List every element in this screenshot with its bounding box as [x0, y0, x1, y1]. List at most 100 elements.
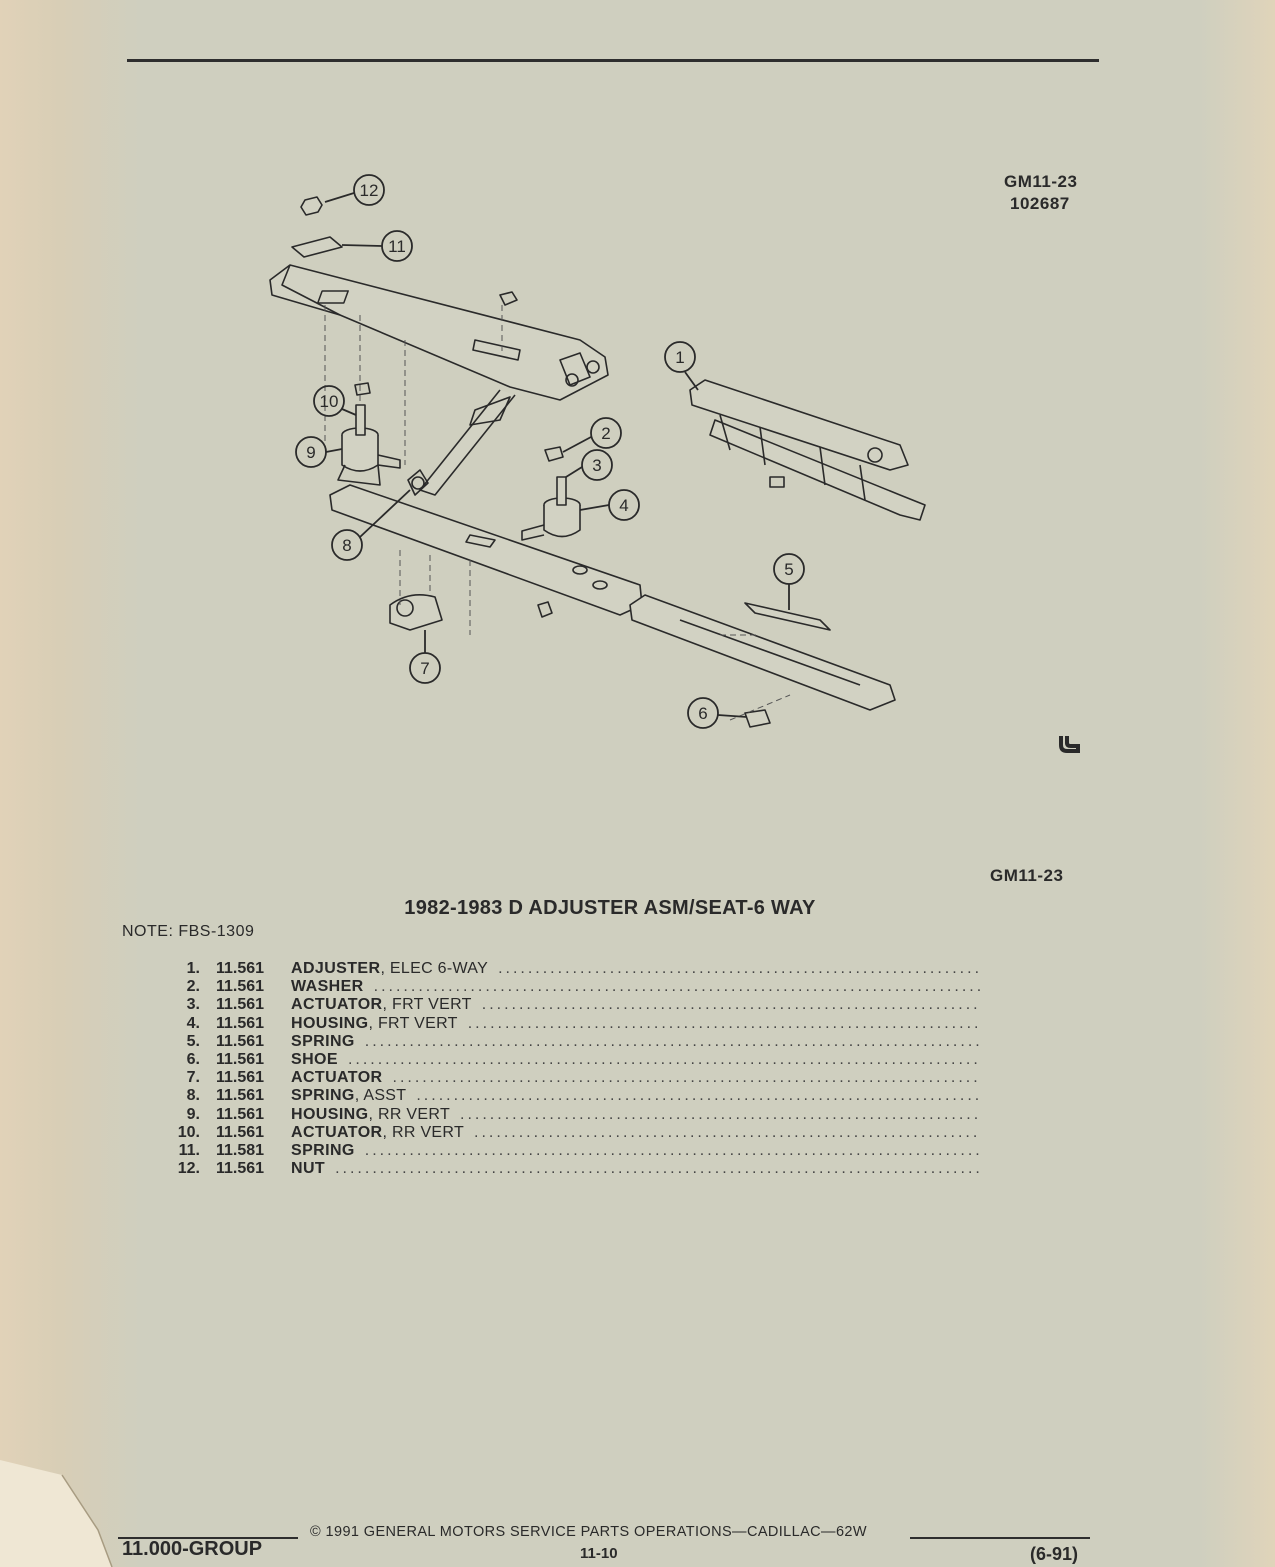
parts-list: 1. 11.561 ADJUSTER, ELEC 6-WAY............…: [160, 960, 990, 1178]
part-description: SPRING, ASST............................…: [291, 1087, 980, 1105]
callout-9: 9: [295, 436, 343, 468]
part-detail: , RR VERT: [368, 1105, 451, 1123]
top-rule: [127, 59, 1099, 62]
part-name: SPRING: [291, 1032, 355, 1050]
part-name: SHOE: [291, 1050, 338, 1068]
part-group-code: 11.561: [216, 1160, 265, 1178]
part-row: 8. 11.561 SPRING, ASST....................…: [160, 1087, 990, 1105]
part-description: SHOE....................................…: [291, 1051, 980, 1069]
leader-dots: ........................................…: [373, 978, 980, 996]
part-number: 5.: [186, 1032, 200, 1050]
part-name: HOUSING: [291, 1105, 369, 1123]
callout-1: 1: [664, 341, 699, 391]
part-detail: , FRT VERT: [368, 1014, 458, 1032]
part-group-code: 11.561: [216, 996, 265, 1014]
footer-date: (6-91): [1030, 1544, 1079, 1564]
part-number: 1.: [186, 960, 200, 977]
svg-text:7: 7: [420, 659, 429, 678]
callout-3: 3: [565, 449, 613, 481]
footer-rule-right: [910, 1537, 1090, 1539]
part-description: HOUSING, RR VERT........................…: [291, 1106, 980, 1124]
part-number: 9.: [186, 1105, 200, 1123]
part-name: WASHER: [291, 978, 364, 996]
gm-spo-logo-icon: [1059, 736, 1080, 753]
part-description: ACTUATOR................................…: [291, 1069, 980, 1087]
part-description: NUT.....................................…: [291, 1160, 980, 1178]
part-detail: , ELEC 6-WAY: [380, 960, 489, 977]
footer-group: 11.000-GROUP: [122, 1538, 263, 1560]
part-name: NUT: [291, 1160, 326, 1178]
part-number: 12.: [177, 1160, 200, 1178]
part-row: 6. 11.561 SHOE............................…: [160, 1051, 990, 1069]
footer-copyright: © 1991 GENERAL MOTORS SERVICE PARTS OPER…: [310, 1524, 867, 1540]
leader-dots: ........................................…: [335, 1160, 980, 1178]
svg-text:2: 2: [601, 424, 610, 443]
part-group-code: 11.561: [216, 1069, 265, 1087]
part-row: 1. 11.561 ADJUSTER, ELEC 6-WAY............…: [160, 960, 990, 978]
leader-dots: ........................................…: [392, 1069, 981, 1087]
part-description: ADJUSTER, ELEC 6-WAY....................…: [291, 960, 980, 978]
part-detail: , ASST: [354, 1087, 407, 1105]
part-description: HOUSING, FRT VERT.......................…: [291, 1015, 980, 1033]
figure-ref-code: GM11-23: [1004, 172, 1078, 191]
part-group-code: 11.561: [216, 1123, 265, 1141]
part-detail: , FRT VERT: [382, 996, 472, 1014]
part-row: 7. 11.561 ACTUATOR........................…: [160, 1069, 990, 1087]
part-group-code: 11.561: [216, 960, 265, 977]
callout-5: 5: [773, 553, 805, 610]
part-group-code: 11.561: [216, 1105, 265, 1123]
part-description: WASHER..................................…: [291, 978, 980, 996]
part-detail: , RR VERT: [382, 1123, 465, 1141]
leader-dots: ........................................…: [364, 1141, 980, 1159]
part-number: 11.: [178, 1141, 200, 1159]
leader-dots: ........................................…: [474, 1123, 980, 1141]
callout-12: 12: [324, 174, 385, 206]
part-description: ACTUATOR, RR VERT.......................…: [291, 1124, 980, 1142]
svg-text:5: 5: [784, 560, 793, 579]
part-row: 12. 11.561 NUT............................…: [160, 1160, 990, 1178]
part-name: SPRING: [291, 1141, 355, 1159]
svg-text:3: 3: [592, 456, 601, 475]
exploded-seat-adjuster-diagram: 12 11 10 9 8 7 2 3 4 1 5 6: [269, 174, 926, 729]
svg-text:10: 10: [320, 392, 339, 411]
part-description: SPRING..................................…: [291, 1142, 980, 1160]
leader-dots: ........................................…: [498, 960, 980, 977]
leader-dots: ........................................…: [481, 996, 980, 1014]
callout-6: 6: [687, 697, 748, 729]
svg-text:4: 4: [619, 496, 628, 515]
svg-text:6: 6: [698, 704, 707, 723]
callout-7: 7: [409, 630, 441, 684]
part-group-code: 11.561: [216, 1087, 265, 1105]
part-group-code: 11.561: [216, 1050, 265, 1068]
part-description: ACTUATOR, FRT VERT......................…: [291, 996, 980, 1014]
leader-dots: ........................................…: [467, 1014, 980, 1032]
leader-dots: ........................................…: [364, 1032, 980, 1050]
svg-text:1: 1: [675, 348, 684, 367]
svg-text:8: 8: [342, 536, 351, 555]
part-row: 2. 11.561 WASHER..........................…: [160, 978, 990, 996]
callout-10: 10: [313, 385, 357, 417]
part-number: 7.: [186, 1069, 200, 1087]
part-group-code: 11.561: [216, 1014, 265, 1032]
part-group-code: 11.561: [216, 978, 265, 996]
part-name: ADJUSTER: [291, 960, 381, 977]
part-name: HOUSING: [291, 1014, 369, 1032]
part-number: 6.: [186, 1050, 200, 1068]
part-group-code: 11.561: [216, 1032, 265, 1050]
part-number: 2.: [186, 978, 200, 996]
callout-8: 8: [331, 489, 411, 561]
part-name: ACTUATOR: [291, 1123, 383, 1141]
part-number: 10.: [177, 1123, 200, 1141]
svg-text:9: 9: [306, 443, 315, 462]
part-number: 8.: [186, 1087, 200, 1105]
footer-rule-left: [118, 1537, 298, 1539]
leader-dots: ........................................…: [416, 1087, 980, 1105]
leader-dots: ........................................…: [460, 1105, 980, 1123]
page-title: 1982-1983 D ADJUSTER ASM/SEAT-6 WAY: [404, 897, 816, 919]
part-name: SPRING: [291, 1087, 355, 1105]
leader-dots: ........................................…: [347, 1050, 980, 1068]
